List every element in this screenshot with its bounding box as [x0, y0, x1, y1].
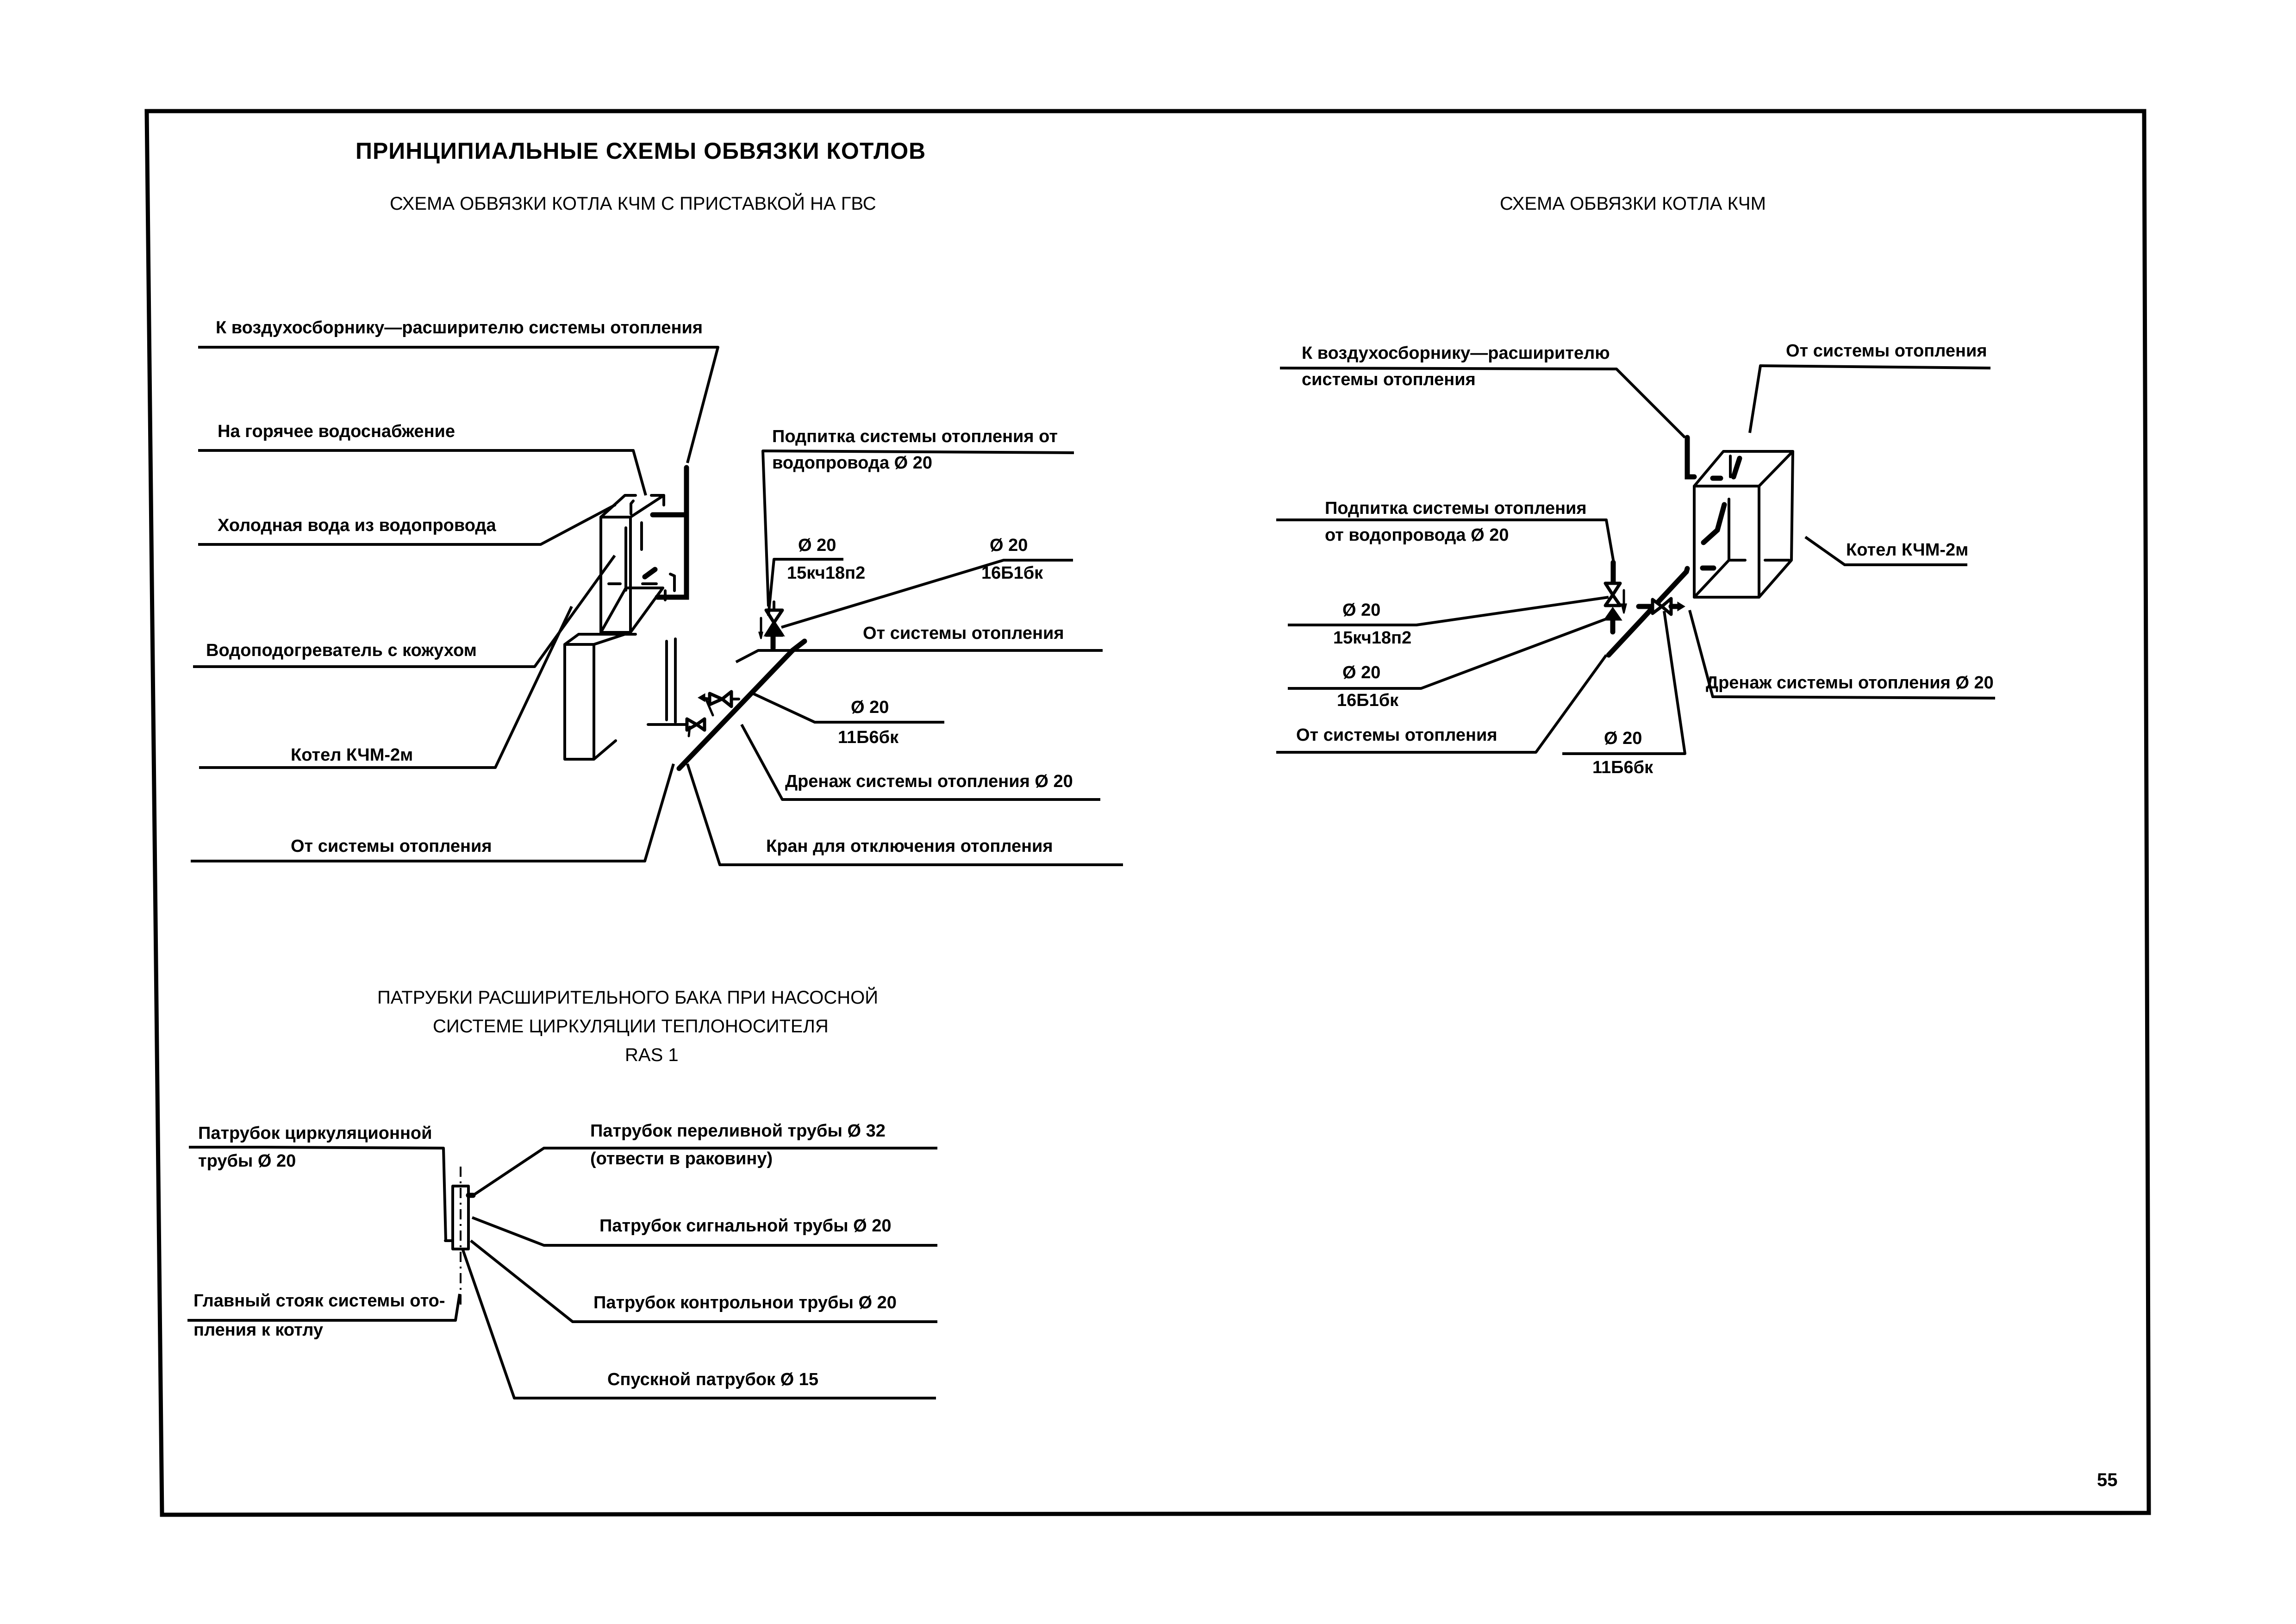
label-overflow-2: (отвести в раковину)	[590, 1149, 773, 1168]
scheme-gvs-title: СХЕМА ОБВЯЗКИ КОТЛА КЧМ С ПРИСТАВКОЙ НА …	[390, 193, 876, 214]
scheme-kchm: СХЕМА ОБВЯЗКИ КОТЛА КЧМ	[1276, 194, 1996, 777]
label-signal: Патрубок сигнальной трубы Ø 20	[599, 1216, 891, 1236]
scheme-kchm-title: СХЕМА ОБВЯЗКИ КОТЛА КЧМ	[1500, 194, 1766, 214]
expansion-tank-shape	[451, 1185, 470, 1250]
drain-valve-icon	[1636, 597, 1685, 616]
label-control: Патрубок контрольнои трубы Ø 20	[593, 1293, 897, 1312]
label-makeup-1: Подпитка системы отопления от	[772, 427, 1058, 446]
air-collector-pipe	[650, 465, 689, 518]
label-riser-2: пления к котлу	[193, 1320, 323, 1340]
page-frame	[144, 109, 2151, 1517]
expansion-tank-scheme: ПАТРУБКИ РАСШИРИТЕЛЬНОГО БАКА ПРИ НАСОСН…	[187, 987, 937, 1399]
heating-main-pipe	[676, 648, 795, 771]
label-valve1-model: 15кч18п2	[787, 563, 865, 583]
label-to-air-collector-2: системы отопления	[1302, 370, 1476, 389]
label-makeup-2: водопровода Ø 20	[772, 453, 932, 473]
label-circulation-2: трубы Ø 20	[198, 1151, 296, 1171]
expansion-title-1: ПАТРУБКИ РАСШИРИТЕЛЬНОГО БАКА ПРИ НАСОСН…	[377, 987, 878, 1008]
label-makeup-2: от водопровода Ø 20	[1325, 525, 1509, 545]
boiler-shape	[563, 631, 692, 761]
label-valve2-dia: Ø 20	[990, 536, 1028, 555]
label-from-heating-top: От системы отопления	[1786, 341, 1987, 361]
label-water-heater: Водоподогреватель с кожухом	[206, 641, 477, 660]
page-title: ПРИНЦИПИАЛЬНЫЕ СХЕМЫ ОБВЯЗКИ КОТЛОВ	[356, 138, 926, 164]
label-valve3-model: 11Б6бк	[1592, 758, 1653, 777]
label-valve2-dia: Ø 20	[1342, 663, 1380, 682]
label-hot-water: На горячее водоснабжение	[218, 422, 455, 441]
label-from-heating-bottom: От системы отопления	[1296, 725, 1497, 745]
label-boiler: Котел КЧМ-2м	[1846, 540, 1968, 560]
label-to-air-collector: К воздухосборнику—расширителю системы от…	[216, 318, 703, 337]
shutoff-valve-icon	[685, 717, 706, 737]
makeup-valve-icon	[763, 600, 786, 637]
label-to-air-collector-1: К воздухосборнику—расширителю	[1302, 344, 1610, 363]
scheme-gvs: СХЕМА ОБВЯЗКИ КОТЛА КЧМ С ПРИСТАВКОЙ НА …	[191, 193, 1123, 866]
label-circulation-1: Патрубок циркуляционной	[198, 1124, 432, 1143]
label-boiler: Котел КЧМ-2м	[291, 745, 413, 765]
label-valve1-dia: Ø 20	[1342, 600, 1380, 620]
makeup-valve-icon	[1603, 560, 1622, 635]
drain-valve-icon	[698, 690, 740, 717]
label-valve3-dia: Ø 20	[1604, 729, 1642, 748]
label-valve2-model: 16Б1бк	[1337, 691, 1399, 710]
label-valve3-model: 11Б6бк	[838, 728, 899, 747]
label-riser-1: Главный стояк системы ото-	[193, 1291, 445, 1311]
heating-main-pipe	[1606, 569, 1689, 658]
expansion-title-3: RAS 1	[625, 1045, 679, 1065]
label-cold-water: Холодная вода из водопровода	[218, 516, 497, 535]
label-valve3-dia: Ø 20	[851, 698, 889, 717]
label-valve1-dia: Ø 20	[798, 536, 836, 555]
label-makeup-1: Подпитка системы отопления	[1325, 499, 1587, 518]
label-overflow-1: Патрубок переливной трубы Ø 32	[590, 1121, 886, 1141]
boiler-shape	[1685, 435, 1794, 599]
label-valve1-model: 15кч18п2	[1333, 628, 1411, 648]
label-from-heating-left: От системы отопления	[291, 837, 492, 856]
expansion-title-2: СИСТЕМЕ ЦИРКУЛЯЦИИ ТЕПЛОНОСИТЕЛЯ	[433, 1016, 829, 1037]
label-drain: Спускной патрубок Ø 15	[607, 1370, 818, 1389]
label-shutoff-tap: Кран для отключения отопления	[766, 837, 1053, 856]
label-drain: Дренаж системы отопления Ø 20	[1706, 673, 1994, 693]
label-valve2-model: 16Б1бк	[981, 563, 1043, 583]
label-from-heating-right: От системы отопления	[863, 624, 1064, 643]
label-drain: Дренаж системы отопления Ø 20	[785, 772, 1073, 791]
page-number: 55	[2097, 1470, 2118, 1490]
